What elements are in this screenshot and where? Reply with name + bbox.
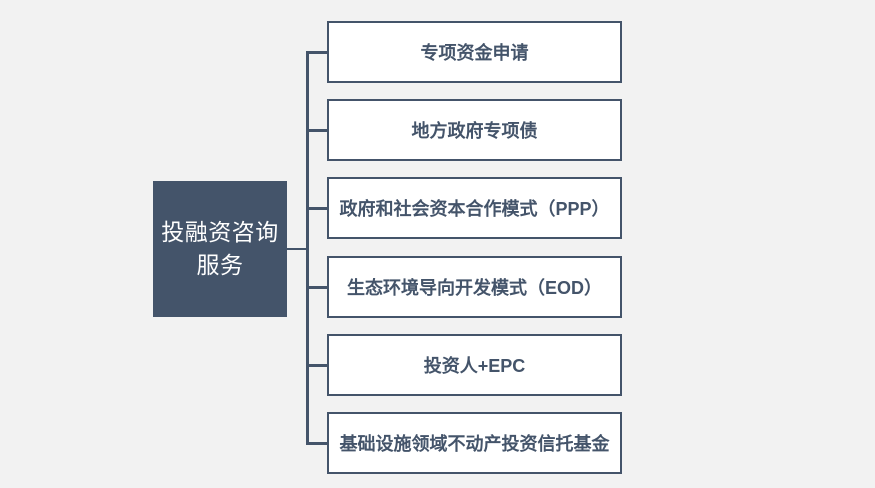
connector-branch-stub-1: [306, 51, 328, 54]
root-node-label-line2: 服务: [196, 252, 244, 278]
connector-trunk-line: [306, 51, 309, 444]
branch-node-investor-plus-epc: 投资人+EPC: [327, 334, 622, 396]
connector-branch-stub-4: [306, 286, 328, 289]
branch-node-local-gov-special-bond: 地方政府专项债: [327, 99, 622, 161]
branch-node-ppp-model: 政府和社会资本合作模式（PPP）: [327, 177, 622, 239]
branch-node-eod-model: 生态环境导向开发模式（EOD）: [327, 256, 622, 318]
connector-branch-stub-3: [306, 207, 328, 210]
branch-node-infrastructure-reits: 基础设施领域不动产投资信托基金: [327, 412, 622, 474]
root-node-label-line1: 投融资咨询: [161, 219, 279, 245]
connector-branch-stub-2: [306, 129, 328, 132]
connector-branch-stub-5: [306, 364, 328, 367]
connector-branch-stub-6: [306, 442, 328, 445]
connector-root-stub: [287, 247, 307, 250]
root-node: 投融资咨询 服务: [153, 181, 287, 317]
branch-node-special-fund-application: 专项资金申请: [327, 21, 622, 83]
